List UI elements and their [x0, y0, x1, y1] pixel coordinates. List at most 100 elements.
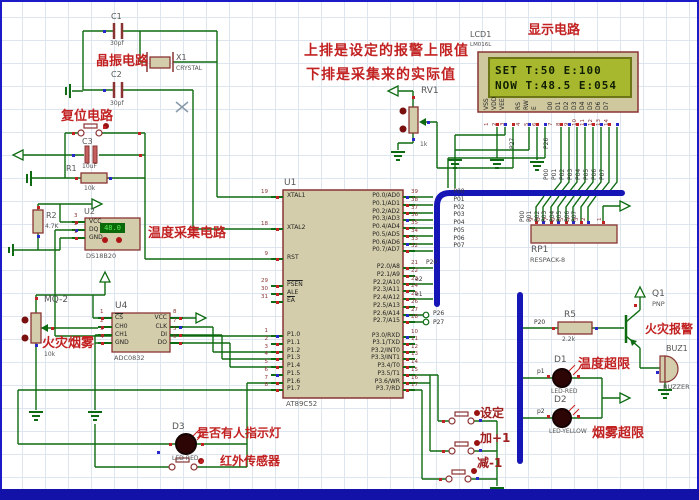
junction-square — [615, 122, 619, 126]
net-lcd-e: P26 — [543, 137, 550, 149]
resistor-r5[interactable] — [557, 321, 593, 335]
net-label-lcd-d: P03 — [567, 168, 574, 180]
buz-ref: BUZ1 — [666, 344, 688, 353]
mcu-pin-name: P3.7/RD — [376, 385, 400, 392]
reset-button[interactable] — [77, 123, 109, 137]
led-d2[interactable] — [552, 404, 580, 428]
junction-square — [138, 153, 142, 157]
terminal-p27[interactable] — [422, 318, 430, 326]
mcu-pin-number: 13 — [411, 351, 418, 357]
respack-rp1[interactable] — [530, 224, 618, 244]
ds18b20-u2[interactable] — [84, 217, 141, 251]
capacitor-c3[interactable] — [84, 145, 98, 164]
lcd-pin-number: 6 — [532, 122, 538, 127]
junction-square — [178, 333, 182, 337]
net-p20: P20 — [426, 259, 438, 266]
u2-pin-name: DQ — [89, 226, 99, 233]
junction-square — [71, 131, 75, 135]
junction-square — [405, 335, 409, 339]
u4-pin-number: 1 — [100, 309, 104, 315]
mcu-pin-name: P1.3 — [287, 354, 301, 361]
junction-square — [74, 228, 78, 232]
net-label-p0: P03 — [453, 211, 465, 218]
annotation-note2: 下排是采集来的实际值 — [306, 67, 456, 83]
junction-square — [405, 195, 409, 199]
junction-square — [108, 176, 112, 180]
c3-ref: C3 — [82, 137, 93, 146]
plus-button[interactable] — [448, 440, 480, 455]
annotation-temp-over: 温度超限 — [578, 357, 631, 372]
mcu-pin-number: 24 — [411, 283, 418, 289]
power-arrow-up-q1 — [633, 285, 647, 298]
mcu-pin-number: 12 — [411, 344, 418, 350]
set-button[interactable] — [448, 410, 480, 425]
capacitor-c2[interactable] — [112, 82, 124, 98]
mcu-pin-number: 22 — [411, 268, 418, 274]
rv1-ref: RV1 — [421, 86, 439, 96]
mcu-at89c52[interactable] — [282, 189, 404, 399]
u4-pin-stub — [98, 342, 112, 344]
mcu-pin-name: P2.0/A8 — [376, 263, 400, 270]
junction-square — [543, 122, 547, 126]
adc0832-u4[interactable] — [111, 312, 171, 353]
buz-part: BUZZER — [663, 383, 690, 391]
lcd-pin-name: RS — [515, 102, 522, 110]
r2-value: 4.7K — [45, 223, 59, 230]
net-label-p0: P01 — [453, 196, 465, 203]
frame-left — [0, 0, 2, 500]
junction-square — [495, 122, 499, 126]
ground-symbols — [8, 84, 672, 497]
u4-pin-number: 3 — [100, 326, 104, 332]
c2-value: 30pf — [110, 100, 124, 107]
resistor-r2[interactable] — [32, 209, 44, 234]
mcu-pin-number: 30 — [261, 286, 268, 292]
c1-value: 30pf — [110, 40, 124, 47]
u4-pin-number: 8 — [173, 309, 177, 315]
transistor-q1[interactable] — [624, 315, 637, 346]
net-label-rp1: P05 — [556, 210, 563, 222]
frame-top — [0, 0, 699, 2]
junction-square — [405, 266, 409, 270]
capacitor-c1[interactable] — [112, 23, 124, 39]
mcu-pin-number: 11 — [411, 336, 418, 342]
mq2-sensor[interactable] — [21, 312, 49, 344]
junction-square — [100, 341, 104, 345]
annotation-temp-acq: 温度采集电路 — [148, 226, 227, 241]
u4-pin-name: DO — [157, 339, 167, 346]
net-label-p0: P06 — [453, 235, 465, 242]
q1-ref: Q1 — [652, 289, 665, 299]
led-d1[interactable] — [552, 364, 580, 388]
c1-ref: C1 — [111, 12, 122, 21]
led-d3[interactable] — [175, 429, 204, 455]
lcd-pin-number: 4 — [516, 122, 522, 127]
crystal-x1[interactable] — [146, 52, 174, 72]
power-arrow-right-u2 — [91, 197, 104, 211]
net-e2: e2 — [415, 276, 423, 283]
d2-ref: D2 — [554, 395, 567, 405]
resistor-r1[interactable] — [80, 172, 108, 184]
power-terminals[interactable] — [11, 84, 647, 405]
junction-square — [100, 333, 104, 337]
u4-pin-stub — [170, 326, 183, 328]
mcu-pin-name: P0.5/AD5 — [372, 231, 400, 238]
junction-square — [405, 242, 409, 246]
net-label-rp1: P03 — [541, 210, 548, 222]
mcu-pin-number: 27 — [411, 307, 418, 313]
bus-lines[interactable] — [434, 190, 625, 464]
rv1-pot[interactable] — [399, 106, 427, 134]
mcu-pin-number: 25 — [411, 291, 418, 297]
mcu-pin-name: P1.2 — [287, 347, 301, 354]
mcu-pin-number: 10 — [411, 329, 418, 335]
net-label-lcd-d: P01 — [551, 168, 558, 180]
terminal-p26[interactable] — [422, 311, 430, 319]
junction-square — [275, 257, 279, 261]
lcd-pin-name: D7 — [603, 101, 610, 110]
mcu-pin-number: 2 — [264, 336, 269, 342]
net-label-lcd-d: P06 — [591, 168, 598, 180]
minus-button[interactable] — [445, 468, 477, 483]
junction-square — [275, 227, 279, 231]
mcu-pin-number: 7 — [264, 375, 269, 381]
mcu-pin-number: 23 — [411, 276, 418, 282]
buzzer-buz1[interactable] — [659, 355, 679, 383]
mcu-pin-number: 5 — [264, 359, 269, 365]
